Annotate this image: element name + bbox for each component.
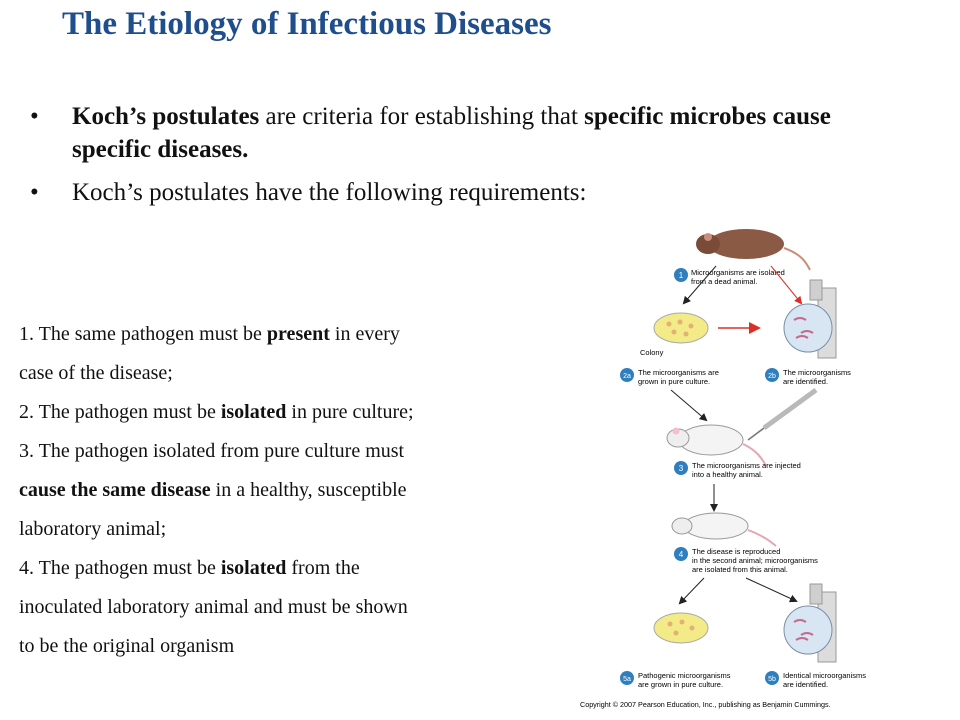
step-caption: The microorganisms [783, 368, 851, 377]
healthy-rat-icon [666, 424, 767, 467]
arrow-icon [745, 577, 798, 603]
step-badge [620, 368, 634, 382]
bullet-text: are criteria for establishing that [259, 103, 585, 130]
step-caption: are identified. [783, 377, 828, 386]
petri-dish-icon [653, 312, 709, 344]
arrow-icon [682, 265, 717, 305]
step-badge [765, 671, 779, 685]
step-number: 2a [623, 373, 631, 380]
step-number: 2b [768, 373, 776, 380]
sick-rat-icon [671, 512, 777, 547]
text: in pure culture; [286, 401, 414, 423]
postulate-line: to be the original organism [19, 627, 579, 666]
arrow-icon [770, 265, 803, 305]
copyright-notice: Copyright © 2007 Pearson Education, Inc.… [580, 700, 831, 709]
step-caption: Microorganisms are isolated [691, 268, 785, 277]
text: 2. The pathogen must be [19, 401, 221, 423]
step-badge [620, 671, 634, 685]
text: 1. The same pathogen must be [19, 323, 267, 345]
bold-text: cause the same disease [19, 479, 211, 501]
postulate-line: case of the disease; [19, 354, 579, 393]
bold-phrase: specific microbes cause specific disease… [72, 103, 831, 163]
text: in every [329, 323, 400, 345]
colony-label: Colony [640, 348, 664, 357]
text: from the [286, 557, 360, 579]
slide-title: The Etiology of Infectious Diseases [62, 6, 552, 42]
step-badge [765, 368, 779, 382]
bold-text: isolated [220, 401, 287, 423]
syringe-icon [747, 387, 818, 441]
step-number: 4 [679, 550, 684, 559]
postulate-line: 3. The pathogen isolated from pure cultu… [19, 432, 579, 471]
step-badge [674, 461, 688, 475]
step-caption: are identified. [783, 680, 828, 689]
bold-text: isolated [220, 557, 287, 579]
postulate-line: inoculated laboratory animal and must be… [19, 588, 579, 627]
microscope-icon [783, 583, 837, 663]
step-caption: are grown in pure culture. [638, 680, 723, 689]
dead-rat-icon [696, 229, 811, 271]
step-number: 1 [679, 271, 684, 280]
bold-term: Koch’s postulates [72, 103, 260, 130]
postulate-line: cause the same disease in a healthy, sus… [19, 471, 579, 510]
postulate-line: 4. The pathogen must be isolated from th… [19, 549, 579, 588]
step-caption: The microorganisms are injected [692, 461, 801, 470]
postulate-line: 1. The same pathogen must be present in … [19, 315, 579, 354]
step-caption: from a dead animal. [691, 277, 757, 286]
text: laboratory animal; [19, 518, 167, 540]
text: in a healthy, susceptible [210, 479, 407, 501]
text: 3. The pathogen isolated from pure cultu… [19, 440, 405, 462]
step-number: 5a [623, 676, 631, 683]
bold-text: present [266, 323, 330, 345]
step-caption: grown in pure culture. [638, 377, 710, 386]
arrow-icon [678, 577, 705, 605]
step-number: 5b [768, 676, 776, 683]
kochs-postulates-figure: 1 Microorganisms are isolated from a dea… [580, 229, 866, 709]
step-caption: in the second animal; microorganisms [692, 556, 818, 565]
step-caption: are isolated from this animal. [692, 565, 788, 574]
bullet-item: • Koch’s postulates are criteria for est… [30, 100, 850, 166]
step-badge [674, 547, 688, 561]
text: inoculated laboratory animal and must be… [19, 596, 408, 618]
text: 4. The pathogen must be [19, 557, 221, 579]
step-caption: into a healthy animal. [692, 470, 763, 479]
bullet-text: Koch’s postulates have the following req… [72, 179, 587, 206]
arrow-icon [670, 389, 708, 422]
bullet-list: • Koch’s postulates are criteria for est… [30, 100, 850, 219]
petri-dish-icon [653, 612, 709, 644]
bullet-item: • Koch’s postulates have the following r… [30, 176, 850, 209]
postulate-line: laboratory animal; [19, 510, 579, 549]
step-number: 3 [679, 464, 684, 473]
bullet-dot: • [30, 103, 39, 130]
step-caption: The disease is reproduced [692, 547, 780, 556]
step-caption: Pathogenic microorganisms [638, 671, 731, 680]
postulate-line: 2. The pathogen must be isolated in pure… [19, 393, 579, 432]
microscope-icon [783, 279, 837, 359]
step-caption: Identical microorganisms [783, 671, 866, 680]
text: to be the original organism [19, 635, 235, 657]
postulate-list: 1. The same pathogen must be present in … [19, 315, 579, 666]
text: case of the disease; [19, 362, 173, 384]
step-badge [674, 268, 688, 282]
step-caption: The microorganisms are [638, 368, 719, 377]
bullet-dot: • [30, 179, 39, 206]
